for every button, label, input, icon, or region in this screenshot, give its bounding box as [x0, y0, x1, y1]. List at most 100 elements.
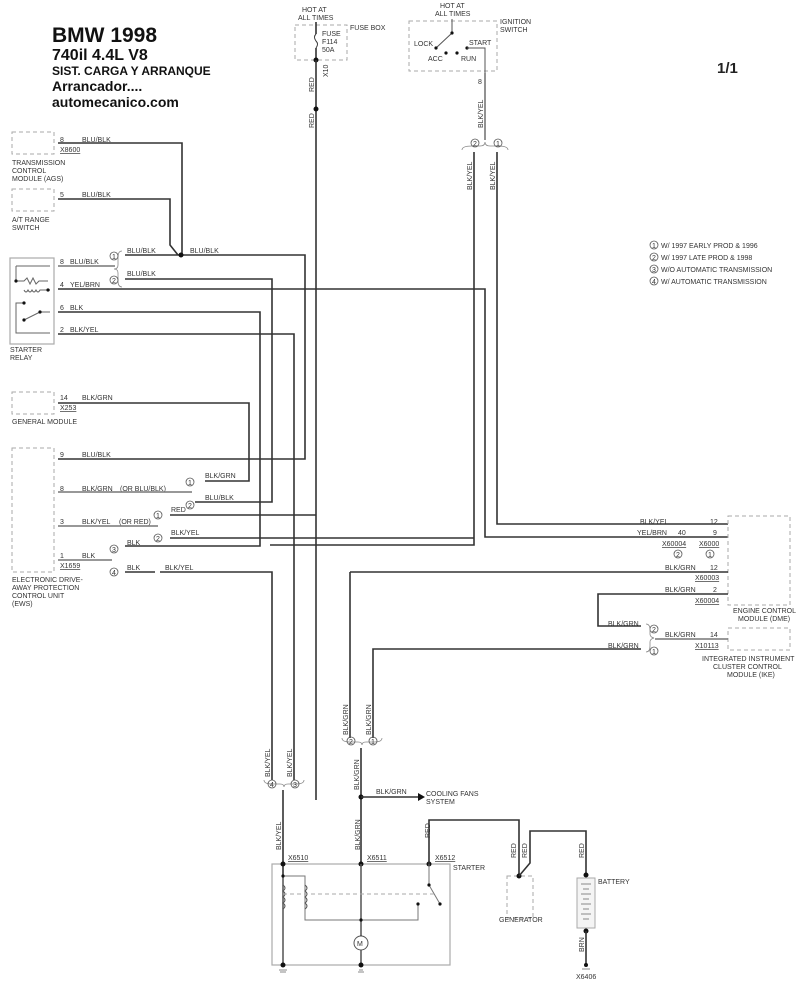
pos-acc: ACC	[428, 56, 443, 63]
svg-text:BATTERY: BATTERY	[598, 879, 630, 886]
svg-text:1: 1	[708, 552, 712, 559]
svg-text:14: 14	[60, 395, 68, 402]
model-title: 740il 4.4L V8	[52, 47, 148, 64]
svg-text:RED: RED	[522, 843, 529, 858]
svg-text:ENGINE CONTROL: ENGINE CONTROL	[733, 608, 796, 615]
legend-item-3: W/O AUTOMATIC TRANSMISSION	[661, 267, 772, 274]
svg-text:3: 3	[652, 267, 656, 274]
ike-module: BLK/GRN BLK/GRN 2 1 BLK/GRN 14 X10113 IN…	[372, 621, 795, 738]
svg-text:(OR BLU/BLK): (OR BLU/BLK)	[120, 486, 166, 493]
blk-yel-label-1: BLK/YEL	[490, 161, 497, 190]
svg-text:1: 1	[112, 254, 116, 261]
ign-hot-2: ALL TIMES	[435, 11, 471, 18]
svg-text:BLK/GRN: BLK/GRN	[82, 395, 113, 402]
svg-text:X6512: X6512	[435, 855, 455, 862]
svg-text:M: M	[357, 941, 363, 948]
svg-text:BLK/GRN: BLK/GRN	[376, 789, 407, 796]
svg-text:BLK/GRN: BLK/GRN	[343, 704, 350, 735]
svg-text:X6000: X6000	[699, 541, 719, 548]
svg-text:BLK/GRN: BLK/GRN	[366, 704, 373, 735]
fuse-icon	[314, 33, 318, 49]
svg-text:BLK/YEL: BLK/YEL	[70, 327, 99, 334]
legend-item-1: W/ 1997 EARLY PROD & 1996	[661, 243, 758, 250]
svg-text:BLK/GRN: BLK/GRN	[665, 587, 696, 594]
svg-text:GENERATOR: GENERATOR	[499, 917, 543, 924]
svg-text:1: 1	[60, 553, 64, 560]
svg-text:A/T RANGE: A/T RANGE	[12, 217, 50, 224]
svg-text:1: 1	[652, 243, 656, 250]
site-name: automecanico.com	[52, 94, 179, 110]
svg-text:BLU/BLK: BLU/BLK	[127, 248, 156, 255]
fuse-hot-label-2: ALL TIMES	[298, 15, 334, 22]
battery: RED BATTERY BRN X6406	[576, 843, 630, 981]
svg-text:SWITCH: SWITCH	[12, 225, 40, 232]
svg-text:BLK/YEL: BLK/YEL	[171, 530, 200, 537]
svg-text:BLK/YEL: BLK/YEL	[640, 519, 669, 526]
svg-text:1: 1	[496, 141, 500, 148]
svg-text:RED: RED	[511, 843, 518, 858]
fuse-label: FUSE	[322, 31, 341, 38]
svg-text:BLK/YEL: BLK/YEL	[265, 748, 272, 777]
svg-text:BLK: BLK	[82, 553, 96, 560]
svg-text:X1659: X1659	[60, 563, 80, 570]
svg-text:BLK/GRN: BLK/GRN	[665, 632, 696, 639]
legend-item-2: W/ 1997 LATE PROD & 1998	[661, 255, 752, 262]
svg-text:2: 2	[473, 141, 477, 148]
svg-text:BRN: BRN	[579, 937, 586, 952]
svg-text:BLK/GRN: BLK/GRN	[608, 643, 639, 650]
svg-text:BLK/YEL: BLK/YEL	[276, 821, 283, 850]
svg-text:AWAY PROTECTION: AWAY PROTECTION	[12, 585, 79, 592]
svg-text:3: 3	[293, 782, 297, 789]
svg-text:2: 2	[60, 327, 64, 334]
legend-item-4: W/ AUTOMATIC TRANSMISSION	[661, 279, 767, 286]
svg-text:X6511: X6511	[367, 855, 387, 862]
svg-text:4: 4	[112, 570, 116, 577]
ews-control-unit: 9 BLU/BLK 8 BLK/GRN (OR BLU/BLK) 3 BLK/Y…	[11, 447, 474, 780]
svg-text:BLK/YEL: BLK/YEL	[82, 519, 111, 526]
svg-text:X60004: X60004	[662, 541, 686, 548]
pos-lock: LOCK	[414, 41, 433, 48]
generator: RED RED GENERATOR	[499, 830, 587, 924]
svg-text:BLK/GRN: BLK/GRN	[354, 759, 361, 790]
ground-icon	[279, 969, 364, 973]
svg-text:CONTROL: CONTROL	[12, 168, 46, 175]
svg-text:BLK: BLK	[70, 305, 84, 312]
svg-text:9: 9	[713, 530, 717, 537]
svg-text:RED: RED	[171, 507, 186, 514]
svg-text:BLK/GRN: BLK/GRN	[82, 486, 113, 493]
svg-text:MODULE (DME): MODULE (DME)	[738, 616, 790, 623]
svg-text:GENERAL MODULE: GENERAL MODULE	[12, 419, 77, 426]
svg-text:2: 2	[676, 552, 680, 559]
svg-text:BLU/BLK: BLU/BLK	[190, 248, 219, 255]
svg-text:8: 8	[60, 486, 64, 493]
svg-text:8: 8	[60, 259, 64, 266]
ign-hot-1: HOT AT	[440, 3, 465, 10]
lower-splices: BLK/GRN BLK/GRN 2 1 BLK/GRN BLK/GRN COOL…	[263, 704, 479, 965]
svg-text:BLU/BLK: BLU/BLK	[82, 192, 111, 199]
motor-icon	[353, 935, 369, 951]
svg-text:X60004: X60004	[695, 598, 719, 605]
subtitle: Arrancador....	[52, 78, 143, 94]
svg-text:2: 2	[349, 739, 353, 746]
ign-pin: 8	[478, 79, 482, 86]
pos-run: RUN	[461, 56, 476, 63]
blk-yel-label-2: BLK/YEL	[467, 161, 474, 190]
svg-text:12: 12	[710, 519, 718, 526]
svg-text:X6510: X6510	[288, 855, 308, 862]
svg-text:4: 4	[652, 279, 656, 286]
svg-text:12: 12	[710, 565, 718, 572]
svg-text:SYSTEM: SYSTEM	[426, 799, 455, 806]
svg-text:4: 4	[270, 782, 274, 789]
svg-text:1: 1	[652, 649, 656, 656]
svg-text:STARTER: STARTER	[453, 865, 485, 872]
svg-text:6: 6	[60, 305, 64, 312]
svg-text:5: 5	[60, 192, 64, 199]
svg-text:3: 3	[60, 519, 64, 526]
svg-text:BLK/GRN: BLK/GRN	[205, 473, 236, 480]
pos-start: START	[469, 40, 492, 47]
svg-text:YEL/BRN: YEL/BRN	[70, 282, 100, 289]
page-number: 1/1	[717, 60, 738, 77]
svg-text:BLU/BLK: BLU/BLK	[70, 259, 99, 266]
svg-text:BLU/BLK: BLU/BLK	[82, 137, 111, 144]
svg-text:CLUSTER CONTROL: CLUSTER CONTROL	[713, 664, 782, 671]
